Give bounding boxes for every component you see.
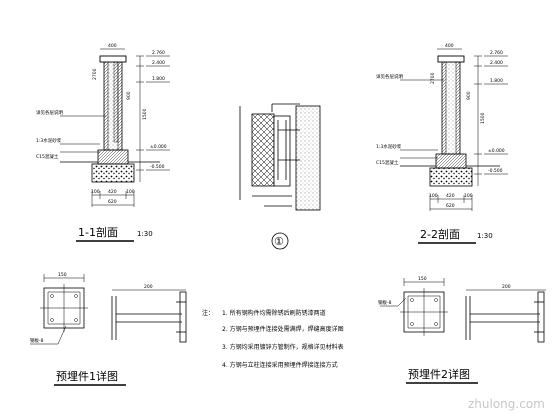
s1-notes: 详见各层说明 1:3水泥砂浆 C15混凝土 — [36, 109, 106, 160]
svg-text:-0.500: -0.500 — [150, 164, 165, 170]
detail-wall-hatch — [251, 113, 275, 187]
s2-bdim-1: 100 — [429, 193, 438, 199]
e1-title: 预埋件1详图 — [56, 369, 118, 383]
svg-text:C15混凝土: C15混凝土 — [376, 159, 399, 166]
s2-vdim-3: 2700 — [430, 72, 436, 84]
detail-label: ① — [274, 235, 284, 248]
svg-text:1:3水泥砂浆: 1:3水泥砂浆 — [36, 137, 62, 144]
s1-btotal: 620 — [108, 199, 117, 205]
svg-text:2.400: 2.400 — [152, 60, 165, 66]
s1-elevations: 2.760 2.400 1.800 ±0.000 -0.500 — [146, 50, 170, 171]
notes-heading: 注： — [202, 309, 214, 317]
s1-bdim-1: 100 — [91, 189, 100, 195]
section-2-2: 400 900 1500 2700 2.760 2.400 1.800 ±0.0… — [376, 43, 508, 244]
watermark: zhulong.com — [468, 397, 545, 411]
s1-footing — [91, 163, 135, 183]
svg-text:C15混凝土: C15混凝土 — [36, 153, 59, 160]
e1-leader: 钢板-8 — [30, 337, 44, 344]
svg-text:详见各层说明: 详见各层说明 — [36, 109, 63, 116]
notes-item-4: 4. 方钢与立柱连接采用预埋件焊接连接方式 — [222, 361, 338, 369]
s2-elevations: 2.760 2.400 1.800 ±0.000 -0.500 — [484, 50, 508, 175]
svg-text:±0.000: ±0.000 — [488, 148, 505, 154]
s1-bdim-3: 100 — [126, 189, 135, 195]
detail-column — [295, 105, 321, 211]
s1-top-dim: 400 — [108, 43, 117, 49]
svg-text:2.760: 2.760 — [490, 50, 503, 56]
svg-text:-0.500: -0.500 — [488, 168, 503, 174]
s2-scale: 1:30 — [477, 232, 493, 240]
svg-text:1.800: 1.800 — [152, 76, 165, 82]
embed-2: 150 钢板-8 200 预埋件2详图 — [378, 276, 546, 384]
s1-scale: 1:30 — [137, 230, 153, 238]
svg-text:2.760: 2.760 — [152, 50, 165, 56]
e2-plate-dim: 150 — [418, 276, 427, 282]
svg-text:1:3水泥砂浆: 1:3水泥砂浆 — [376, 143, 402, 150]
svg-text:详见各层说明: 详见各层说明 — [376, 73, 403, 80]
s2-title: 2-2剖面 — [420, 227, 460, 241]
svg-text:1.800: 1.800 — [490, 78, 503, 84]
s2-vdim-1: 900 — [466, 91, 472, 100]
svg-text:±0.000: ±0.000 — [150, 144, 167, 150]
s2-footing — [429, 167, 473, 187]
embed-1: 150 钢板-8 200 预埋件1详图 — [30, 272, 187, 386]
general-notes: 注： 1. 所有钢构件均需除锈后刷防锈漆两道 2. 方钢与预埋件连接处需满焊，焊… — [202, 309, 344, 369]
svg-text:2.400: 2.400 — [490, 60, 503, 66]
e2-title: 预埋件2详图 — [408, 367, 470, 381]
s2-top-dim: 400 — [445, 43, 454, 49]
s2-notes: 详见各层说明 1:3水泥砂浆 C15混凝土 — [376, 73, 444, 166]
s1-vdim-1: 900 — [126, 91, 132, 100]
s1-title: 1-1剖面 — [78, 225, 118, 239]
e2-leader: 钢板-8 — [378, 299, 392, 306]
s2-btotal: 620 — [446, 203, 455, 209]
detail-1: ① — [239, 103, 321, 250]
e1-plate-dim: 150 — [58, 272, 67, 278]
notes-item-3: 3. 方钢均采用镀锌方管制作，规格详见材料表 — [222, 343, 344, 351]
s1-vdim-3: 2700 — [92, 68, 98, 80]
detail-callout-circle — [271, 232, 289, 250]
s2-bdim-3: 100 — [464, 193, 473, 199]
e2-rod-dim: 200 — [502, 284, 511, 290]
s1-bdim-2: 420 — [108, 189, 117, 195]
notes-item-2: 2. 方钢与预埋件连接处需满焊，焊缝高度详图 — [222, 325, 344, 333]
notes-item-1: 1. 所有钢构件均需除锈后刷防锈漆两道 — [222, 309, 326, 317]
s1-vdim-2: 1500 — [142, 108, 148, 120]
e1-rod-dim: 200 — [144, 284, 153, 290]
s2-vdim-2: 1500 — [480, 112, 486, 124]
s2-bdim-2: 420 — [446, 193, 455, 199]
section-1-1: 400 900 1500 2700 2.760 2.400 1.800 ±0.0… — [36, 43, 170, 242]
